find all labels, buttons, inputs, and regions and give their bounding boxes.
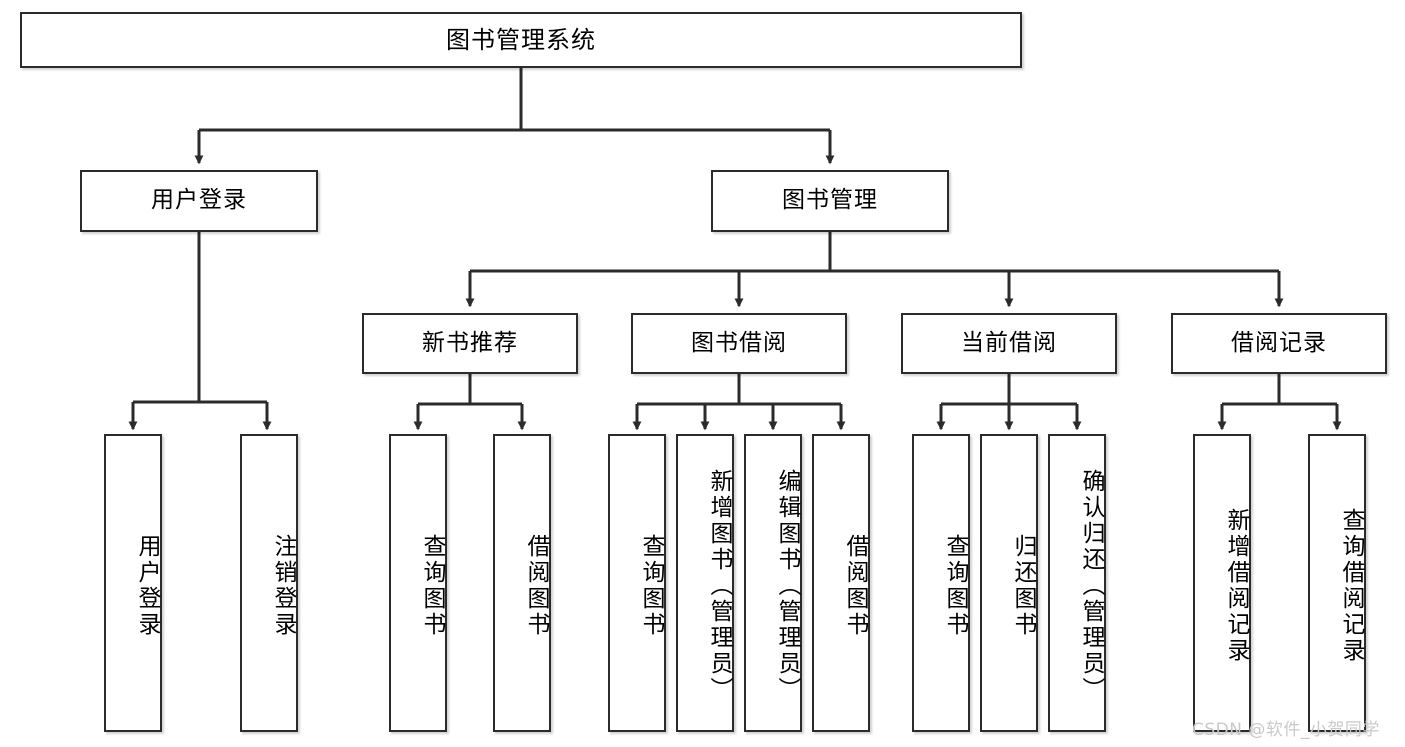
leaf-borrow-book-borrow[interactable]: 借阅图书 [812, 434, 870, 732]
leaf-query-borrow-record[interactable]: 查询借阅记录 [1308, 434, 1366, 732]
leaf-logout[interactable]: 注销登录 [240, 434, 298, 732]
leaf-return-book[interactable]: 归还图书 [980, 434, 1038, 732]
leaf-query-book-borrow[interactable]: 查询图书 [608, 434, 666, 732]
leaf-borrow-book-recommend[interactable]: 借阅图书 [493, 434, 551, 732]
leaf-edit-book-admin[interactable]: 编辑图书（管理员） [744, 434, 802, 732]
leaf-user-login[interactable]: 用户登录 [104, 434, 162, 732]
leaf-query-book-current[interactable]: 查询图书 [912, 434, 970, 732]
node-current-borrow[interactable]: 当前借阅 [901, 313, 1117, 374]
csdn-watermark: CSDN @软件_小贺同学 [1192, 720, 1380, 740]
leaf-query-book-recommend[interactable]: 查询图书 [389, 434, 447, 732]
node-book-management-system[interactable]: 图书管理系统 [20, 12, 1022, 68]
node-book-borrow[interactable]: 图书借阅 [631, 313, 847, 374]
node-new-book-recommend[interactable]: 新书推荐 [362, 313, 578, 374]
node-borrow-record[interactable]: 借阅记录 [1171, 313, 1387, 374]
node-user-login[interactable]: 用户登录 [80, 170, 318, 232]
leaf-add-borrow-record[interactable]: 新增借阅记录 [1193, 434, 1251, 732]
leaf-confirm-return-admin[interactable]: 确认归还（管理员） [1048, 434, 1106, 732]
node-book-management[interactable]: 图书管理 [711, 170, 949, 232]
leaf-add-book-admin[interactable]: 新增图书（管理员） [676, 434, 734, 732]
